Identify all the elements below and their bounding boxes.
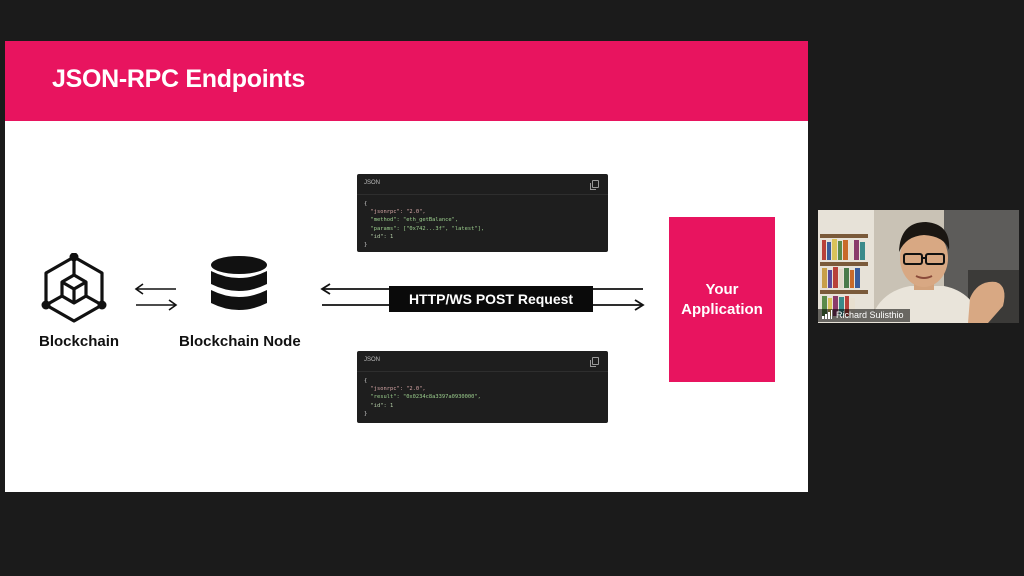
- participant-name-tag: Richard Sulisthio: [818, 309, 910, 322]
- response-json: { "jsonrpc": "2.0", "result": "0x0234c8a…: [357, 372, 608, 423]
- your-application-box: Your Application: [669, 217, 775, 382]
- request-json: { "jsonrpc": "2.0", "method": "eth_getBa…: [357, 195, 608, 254]
- blockchain-icon: [41, 253, 107, 323]
- code-line: "method": "eth_getBalance",: [364, 217, 459, 224]
- signal-bars-icon: [822, 310, 832, 319]
- bidirectional-arrow-icon: [134, 283, 178, 311]
- application-label-line1: Your: [705, 281, 739, 298]
- participant-video-feed: [818, 210, 1019, 323]
- code-line: "params": ["0x742...3f", "latest"],: [364, 225, 485, 232]
- code-line: {: [364, 201, 368, 207]
- code-card-header: JSON: [357, 351, 608, 372]
- code-language-label: JSON: [364, 357, 381, 363]
- request-arrows-icon: [320, 283, 645, 311]
- slide-title: JSON-RPC Endpoints: [52, 65, 305, 93]
- code-line: "jsonrpc": "2.0",: [364, 209, 426, 216]
- presentation-slide: JSON-RPC Endpoints Blockchain: [5, 41, 808, 492]
- code-line: "jsonrpc": "2.0",: [364, 386, 426, 393]
- code-line: "result": "0x0234c8a3397a0930000",: [364, 394, 481, 401]
- blockchain-node-label: Blockchain Node: [179, 333, 301, 350]
- code-line: {: [364, 378, 368, 384]
- http-request-label: HTTP/WS POST Request: [389, 286, 593, 312]
- response-code-card: JSON { "jsonrpc": "2.0", "result": "0x02…: [357, 351, 608, 423]
- blockchain-label: Blockchain: [39, 333, 120, 350]
- request-code-card: JSON { "jsonrpc": "2.0", "method": "eth_…: [357, 174, 608, 252]
- code-line: }: [364, 242, 368, 249]
- code-language-label: JSON: [364, 180, 381, 186]
- participant-video-tile[interactable]: Richard Sulisthio: [818, 210, 1019, 323]
- copy-icon[interactable]: [590, 357, 599, 367]
- slide-header: JSON-RPC Endpoints: [5, 41, 808, 121]
- database-icon: [211, 256, 267, 310]
- code-card-header: JSON: [357, 174, 608, 195]
- code-line: }: [364, 410, 368, 417]
- code-line: "id": 1: [364, 402, 394, 409]
- copy-icon[interactable]: [590, 180, 599, 190]
- application-label-line2: Application: [681, 301, 763, 318]
- participant-name: Richard Sulisthio: [836, 310, 904, 320]
- code-line: "id": 1: [364, 233, 394, 240]
